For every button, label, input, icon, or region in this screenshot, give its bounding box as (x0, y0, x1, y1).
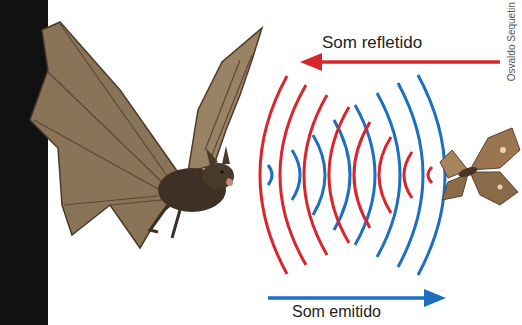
emitted-waves (268, 75, 445, 275)
dark-strip (0, 0, 48, 325)
moth-figure (440, 128, 520, 205)
reflected-sound-label: Som refletido (322, 33, 422, 53)
photo-credit: Osvaldo Sequetin (505, 2, 517, 81)
bat-figure (30, 22, 262, 248)
emitted-sound-label: Som emitido (292, 303, 381, 321)
reflected-arrow (300, 53, 500, 71)
reflected-waves (260, 76, 432, 274)
